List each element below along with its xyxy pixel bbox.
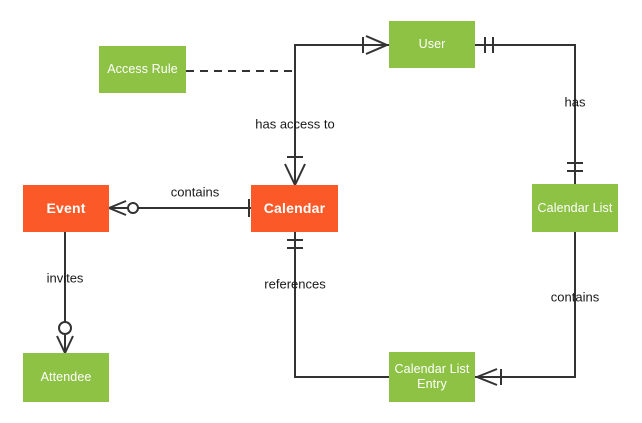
entity-label-attendee: Attendee: [40, 370, 92, 384]
entity-attendee[interactable]: Attendee: [23, 353, 109, 402]
connector-user-calendarlist: [475, 44, 576, 184]
entity-label-user: User: [418, 37, 446, 51]
crowfoot-event-contains: [108, 200, 139, 216]
label-text-has: has: [564, 94, 586, 110]
entity-event[interactable]: Event: [23, 185, 109, 232]
entity-label-event: Event: [46, 200, 86, 216]
entity-user[interactable]: User: [389, 21, 475, 68]
label-text-invites: invites: [46, 270, 84, 286]
entity-label-calendar-list: Calendar List: [537, 200, 613, 215]
label-text-contains-event-calendar: contains: [170, 184, 220, 200]
entity-calendar-list[interactable]: Calendar List: [532, 184, 618, 232]
crowfoot-calendar-top: [284, 156, 306, 186]
crowfoot-attendee-invites: [56, 321, 74, 354]
relationship-label-has-access-to: has access to: [255, 117, 335, 132]
connector-calendar-entry: [294, 232, 389, 378]
crowfoot-entry-contains: [476, 368, 502, 386]
relationship-label-invites: invites: [47, 271, 84, 286]
doublebar-user-has: [484, 37, 494, 53]
connector-calendarlist-entry: [475, 232, 576, 378]
relationship-label-references: references: [264, 277, 325, 292]
entity-calendar[interactable]: Calendar: [251, 185, 338, 232]
doublebar-calendarlist-has: [567, 162, 583, 172]
label-text-contains-list-entry: contains: [550, 289, 600, 305]
entity-label-access-rule: Access Rule: [107, 62, 178, 76]
label-text-has-access-to: has access to: [255, 116, 335, 132]
entity-label-calendar: Calendar: [263, 200, 326, 216]
crowfoot-user-end: [362, 35, 388, 55]
entity-access-rule[interactable]: Access Rule: [99, 46, 186, 93]
relationship-label-contains-event-calendar: contains: [171, 185, 219, 200]
relationship-label-contains-list-entry: contains: [551, 290, 599, 305]
relationship-label-has: has: [565, 95, 586, 110]
label-text-references: references: [264, 276, 326, 292]
connector-calendar-user: [294, 44, 389, 185]
entity-label-calendar-list-entry: Calendar List Entry: [394, 362, 470, 391]
entity-calendar-list-entry[interactable]: Calendar List Entry: [389, 352, 475, 402]
doublebar-calendar-references: [287, 239, 303, 249]
